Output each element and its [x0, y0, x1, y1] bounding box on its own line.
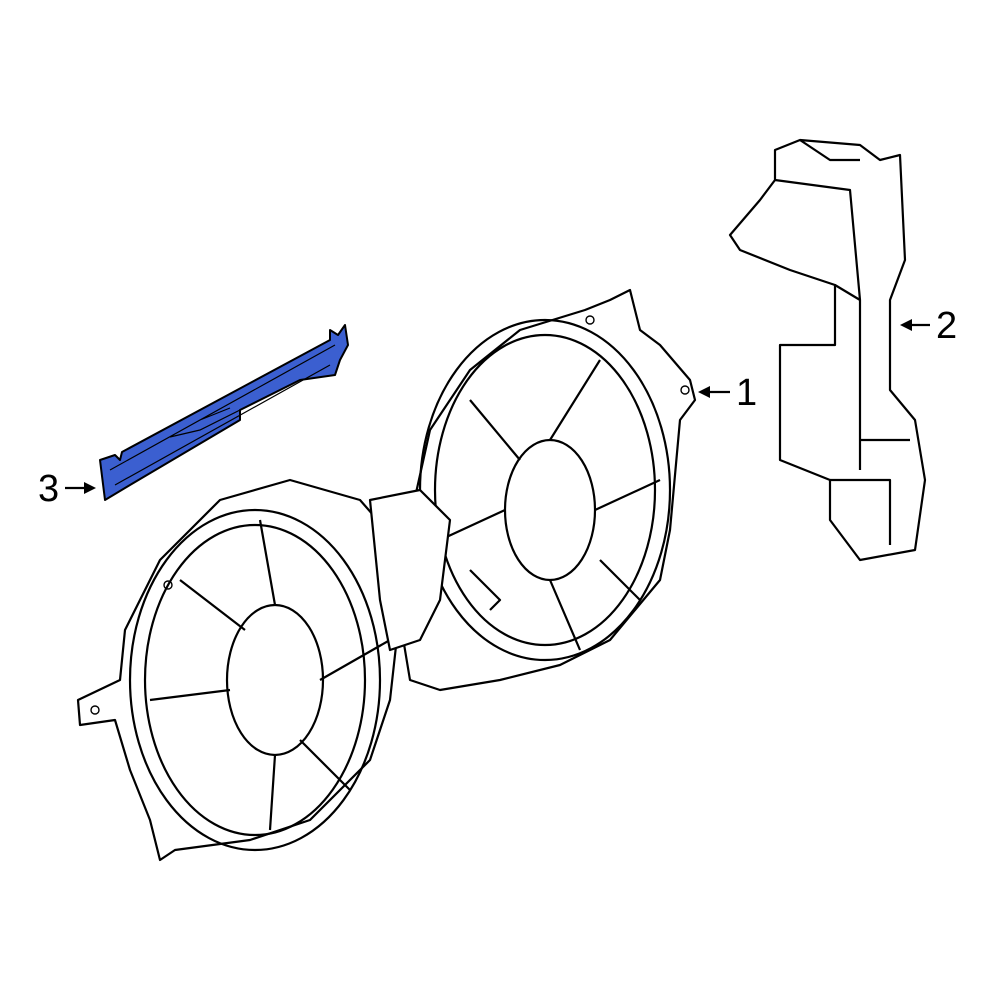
callout-2-label: 2 [936, 305, 958, 347]
fan-shroud-part-1 [76, 288, 697, 862]
seal-part-3 [99, 324, 349, 501]
callout-1-label: 1 [736, 372, 758, 414]
deflector-part-2 [728, 138, 927, 562]
callout-3-label: 3 [38, 468, 60, 510]
callout-arrows [65, 319, 930, 494]
